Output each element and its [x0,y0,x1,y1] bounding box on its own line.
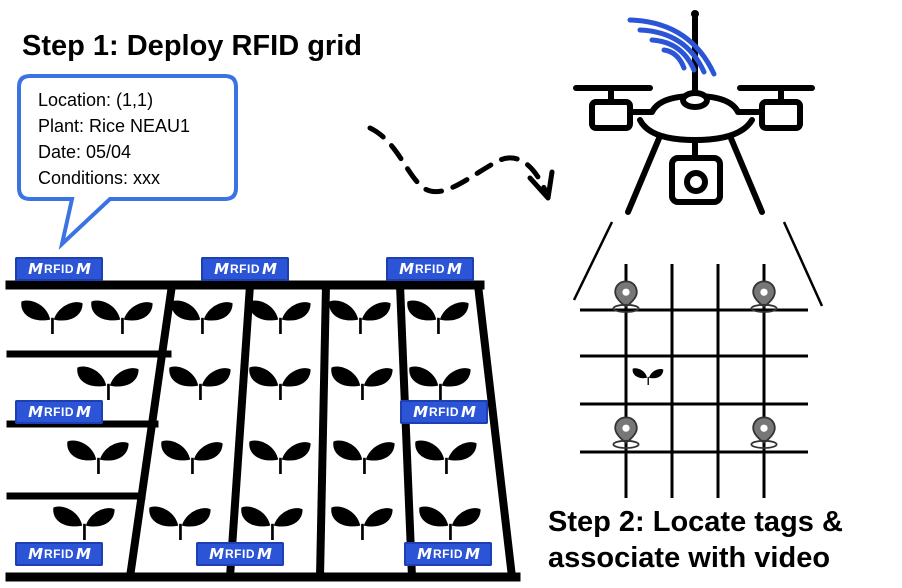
bubble-plant: Plant: Rice NEAU1 [38,116,191,136]
bubble-location: Location: (1,1) [38,90,154,110]
plant-icon [77,366,139,400]
plant-icon [249,366,311,400]
plant-icon [149,506,211,540]
signal-waves-icon [627,17,717,77]
step1-title: Step 1: Deploy RFID grid [22,30,362,62]
step2-title-line2: associate with video [548,542,831,574]
plant-icon [21,300,83,334]
plant-icon [333,440,395,474]
plant-icon [161,440,223,474]
plant-icon [331,506,393,540]
view-grid [580,264,808,498]
plant-icon [409,366,471,400]
plant-icon [415,440,477,474]
step2-title: Step 2: Locate tags & associate with vid… [548,504,843,576]
plant-icon [249,440,311,474]
plant-icon [632,368,664,385]
plant-icon [169,366,231,400]
location-pin-icon [750,416,778,449]
plant-icon [53,506,115,540]
plant-icon [331,366,393,400]
plant-icon [249,300,311,334]
field-grid [5,280,521,582]
plant-icon [407,300,469,334]
location-pin-icon [750,280,778,313]
location-pins [612,280,778,449]
location-pin-icon [612,280,640,313]
location-pin-icon [612,416,640,449]
camera-view [572,221,824,307]
drone-icon [573,10,815,215]
bubble-conditions: Conditions: xxx [38,168,161,188]
plant-icon [67,440,129,474]
plant-icon [241,506,303,540]
dashed-arrow [367,125,555,201]
plant-icon [91,300,153,334]
plant-icon [329,300,391,334]
plant-icon [419,506,481,540]
step2-title-line1: Step 2: Locate tags & [548,506,843,538]
bubble-date: Date: 05/04 [38,142,132,162]
plant-icon [171,300,233,334]
info-bubble [17,74,238,250]
